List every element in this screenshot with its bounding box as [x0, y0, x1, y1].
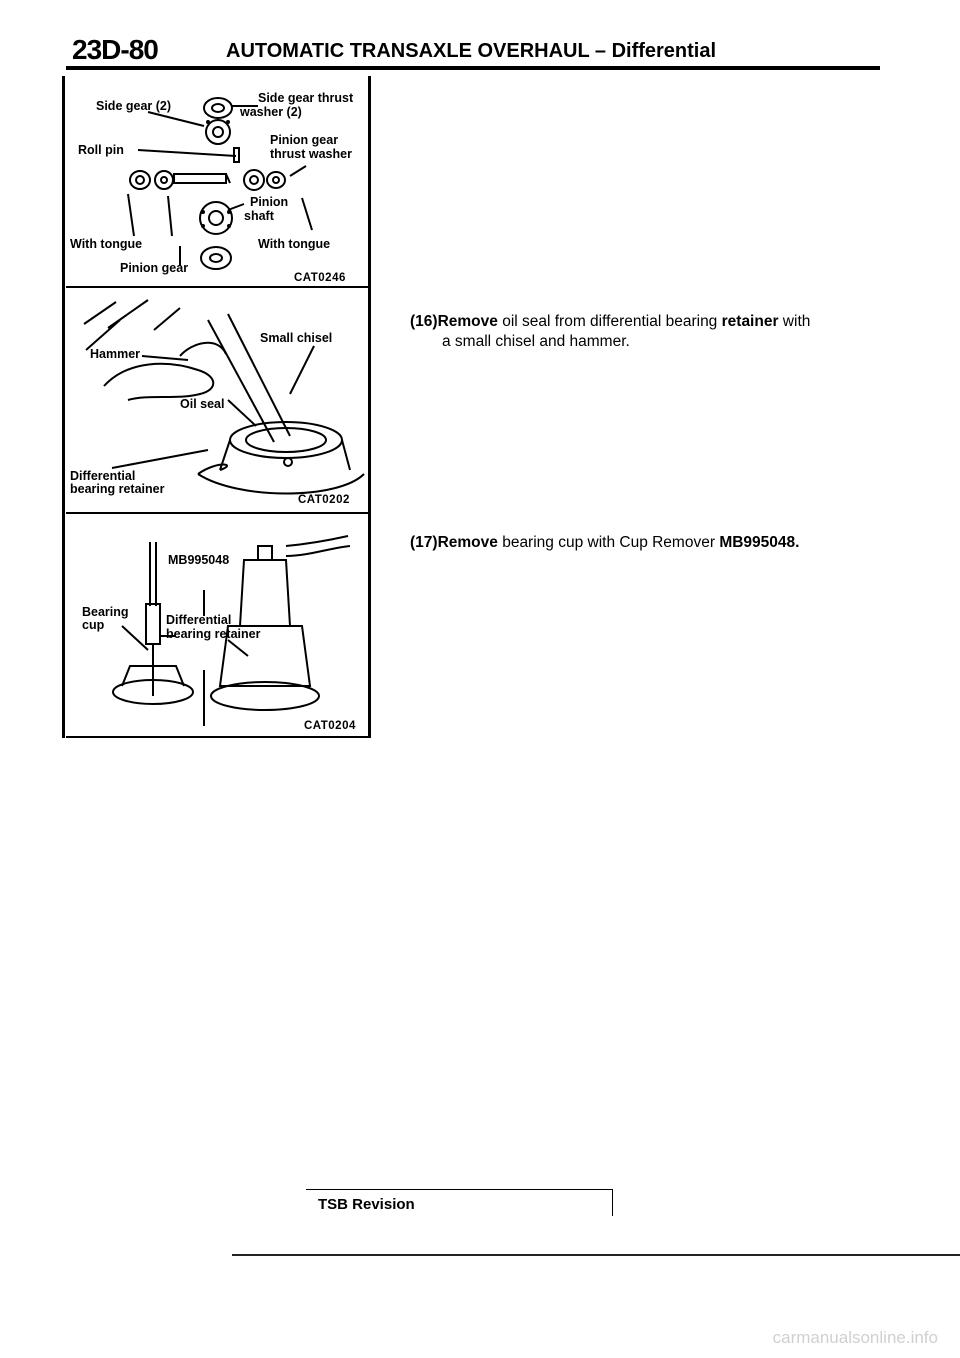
label-differential-bearing-retainer: Differential: [70, 469, 136, 483]
tsb-revision-box: TSB Revision: [306, 1189, 613, 1216]
page-title: AUTOMATIC TRANSAXLE OVERHAUL – Different…: [226, 40, 717, 62]
figure-divider: [66, 286, 371, 288]
label-differential-bearing-retainer: Differential: [166, 613, 232, 627]
label-differential-bearing-retainer: bearing retainer: [70, 482, 165, 496]
page-number: 23D-80: [72, 34, 159, 65]
oil-seal-illustration: [83, 299, 365, 495]
step-text: oil seal from differential bearing: [497, 313, 722, 330]
label-side-gear-thrust-washer: Side gear thrust: [258, 91, 354, 105]
label-pinion-shaft: shaft: [244, 209, 274, 223]
step-text: with: [778, 313, 811, 330]
label-pinion-gear: Pinion gear: [120, 261, 189, 275]
label-bearing-cup: cup: [82, 618, 105, 632]
step-emphasis: retainer: [721, 313, 779, 330]
label-with-tongue: With tongue: [70, 237, 143, 251]
figure-divider: [66, 736, 371, 738]
step-line: (16)Remove oil seal from differential be…: [410, 312, 810, 332]
figure-frame-right: [368, 76, 371, 738]
label-small-chisel: Small chisel: [260, 331, 333, 345]
bearing-cup-illustration: [112, 535, 351, 726]
label-side-gear: Side gear (2): [96, 99, 172, 113]
figure-code: CAT0246: [294, 272, 346, 284]
step-line: (17)Remove bearing cup with Cup Remover …: [410, 533, 799, 553]
figure-divider: [66, 512, 371, 514]
watermark: carmanualsonline.info: [772, 1328, 938, 1347]
figure-code: CAT0202: [298, 494, 350, 506]
header-rule: [66, 66, 880, 70]
figure-frame-left: [62, 76, 65, 738]
step-line: a small chisel and hammer.: [442, 333, 630, 350]
label-pinion-shaft: Pinion: [250, 195, 289, 209]
label-pinion-gear-thrust-washer: thrust washer: [270, 147, 352, 161]
label-oil-seal: Oil seal: [180, 397, 225, 411]
step-number: (16): [410, 313, 438, 330]
step-verb: Remove: [437, 534, 498, 551]
label-tool-mb995048: MB995048: [168, 553, 230, 567]
step-emphasis: MB995048.: [719, 534, 800, 551]
step-verb: Remove: [437, 313, 498, 330]
label-hammer: Hammer: [90, 347, 141, 361]
figure-bearing-cup-removal: MB995048 Bearing cup Differential bearin…: [68, 516, 366, 734]
tsb-revision-label: TSB Revision: [318, 1196, 415, 1213]
label-bearing-cup: Bearing: [82, 605, 129, 619]
figure-differential-gears: Side gear (2) Side gear thrust washer (2…: [68, 80, 366, 285]
label-pinion-gear-thrust-washer: Pinion gear: [270, 133, 339, 147]
figure-oil-seal-removal: Small chisel Hammer Oil seal Differentia…: [68, 290, 366, 510]
gears-illustration: [127, 97, 313, 270]
figure-code: CAT0204: [304, 720, 356, 732]
label-side-gear-thrust-washer: washer (2): [240, 105, 302, 119]
step-number: (17): [410, 534, 438, 551]
label-roll-pin: Roll pin: [78, 143, 124, 157]
label-differential-bearing-retainer: bearing retainer: [166, 627, 261, 641]
footer-rule: [232, 1254, 960, 1256]
step-16: (16)Remove oil seal from differential be…: [410, 312, 810, 352]
label-with-tongue: With tongue: [258, 237, 331, 251]
step-text: bearing cup with Cup Remover: [497, 534, 720, 551]
step-17: (17)Remove bearing cup with Cup Remover …: [410, 533, 799, 553]
